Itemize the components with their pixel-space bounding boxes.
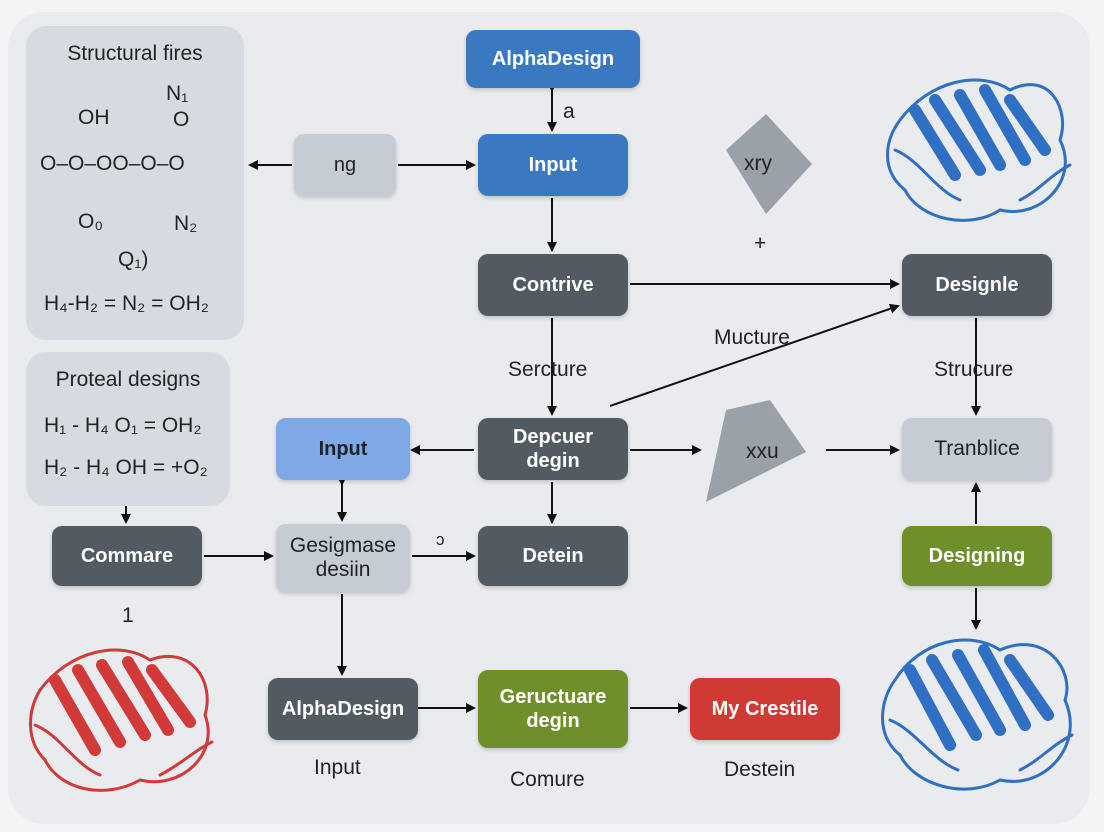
structural-o-top-right: O [173,108,190,131]
structural-n1: N₁ [166,82,189,105]
label-one: 1 [122,604,134,627]
node-designing[interactable]: Designing [902,526,1052,586]
structural-n2: N₂ [174,212,198,235]
label-destein: Destein [724,758,796,781]
node-alphadesign-top[interactable]: AlphaDesign [466,30,640,88]
structural-q1: Q₁) [118,248,149,271]
node-my-crestile[interactable]: My Crestile [690,678,840,740]
structural-chain: O–O–OO–O–O [40,152,185,175]
proteal-eq2: H₂ - H₄ OH = +O₂ [44,456,208,479]
node-depcuer[interactable]: Depcuer degin [478,418,628,480]
structural-panel: Structural fires N₁ O OH O–O–OO–O–O O₀ N… [26,26,244,340]
node-designle[interactable]: Designle [902,254,1052,316]
xry-label: xry [744,152,772,175]
edge-depcuer-designle [609,303,900,407]
label-comure: Comure [510,768,585,791]
structural-equation: H₄-H₂ = N₂ = OH₂ [44,292,209,315]
xxu-shape [706,400,806,502]
protein-blue-top-icon [886,78,1072,222]
proteal-panel-title: Proteal designs [55,368,201,391]
proteal-eq1: H₁ - H₄ O₁ = OH₂ [44,414,202,437]
label-plus: + [754,232,767,255]
node-ng[interactable]: ng [294,134,396,196]
node-input-top[interactable]: Input [478,134,628,196]
node-gesigmase[interactable]: Gesigmase desiin [276,524,410,592]
label-input-caption: Input [314,756,361,779]
structural-panel-title: Structural fires [67,42,203,65]
xry-shape [726,114,812,214]
node-alphadesign-bottom[interactable]: AlphaDesign [268,678,418,740]
protein-red-icon [29,648,214,792]
node-geructuare[interactable]: Geructuare degin [478,670,628,748]
node-commare[interactable]: Commare [52,526,202,586]
label-mucture: Mucture [714,326,790,349]
node-input-left[interactable]: Input [276,418,410,480]
label-strucure: Strucure [934,358,1014,381]
node-contrive[interactable]: Contrive [478,254,628,316]
node-tranblice[interactable]: Tranblice [902,418,1052,480]
label-sercture: Sercture [508,358,588,381]
proteal-panel: Proteal designs H₁ - H₄ O₁ = OH₂ H₂ - H₄… [26,352,230,506]
label-a: a [563,100,575,123]
structural-o0: O₀ [78,210,104,233]
xxu-label: xxu [746,440,779,463]
protein-blue-bottom-icon [881,638,1074,791]
node-detein[interactable]: Detein [478,526,628,586]
structural-oh: OH [78,106,110,129]
label-c-mark: ɔ [436,530,445,549]
